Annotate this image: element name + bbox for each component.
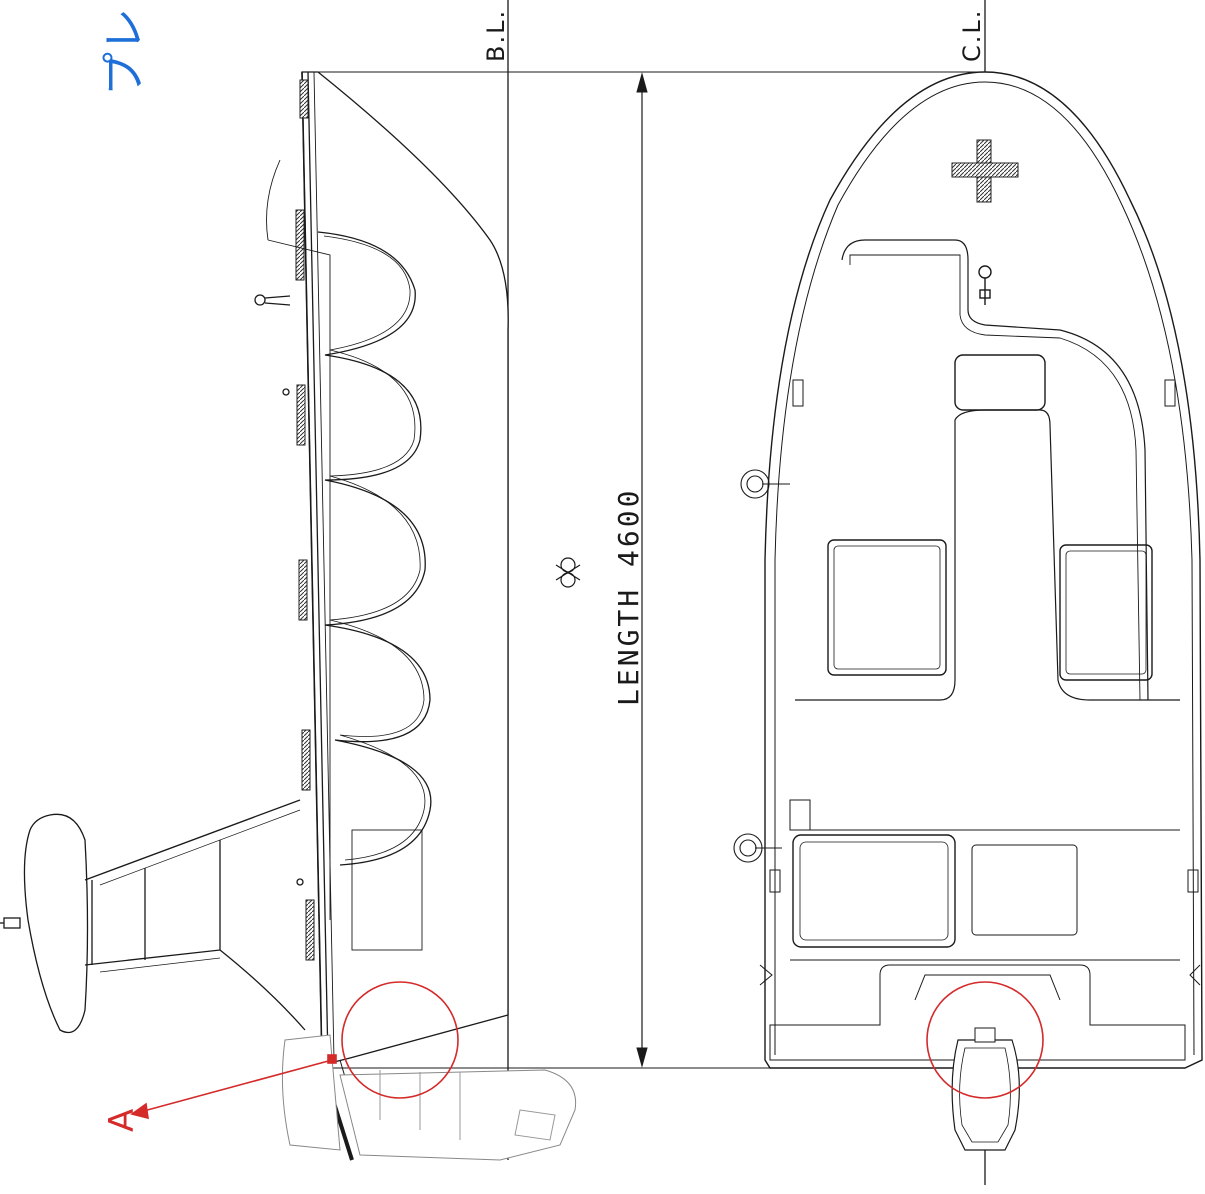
centerline-label: C.L. bbox=[958, 8, 986, 62]
corner-mark: プレ bbox=[99, 8, 150, 96]
baseline-label: B.L. bbox=[482, 8, 510, 62]
cockpit-outline bbox=[795, 409, 1180, 701]
length-dimension-label: LENGTH 4600 bbox=[612, 487, 645, 706]
detail-circle-plan bbox=[926, 981, 1044, 1099]
boat-side-elevation bbox=[254, 71, 509, 1161]
callout-leader bbox=[139, 1059, 333, 1113]
detail-callouts bbox=[130, 981, 1044, 1120]
detail-circle-side bbox=[341, 981, 459, 1099]
bow-cleat-icon bbox=[254, 294, 291, 306]
waterline-symbol-icon bbox=[555, 557, 581, 588]
bow-fitting-icon bbox=[978, 265, 992, 305]
detail-callout-label: A bbox=[102, 1108, 142, 1132]
aft-port-hatch bbox=[792, 834, 956, 948]
bimini-frame bbox=[317, 231, 432, 866]
port-seat-hatch bbox=[827, 539, 947, 676]
starboard-seat-hatch bbox=[1059, 544, 1153, 681]
rub-strips bbox=[295, 79, 315, 961]
aft-starboard-hatch bbox=[971, 844, 1078, 936]
boat-plan-view bbox=[733, 71, 1203, 1069]
plan-hull-outline bbox=[764, 71, 1203, 1069]
dimension-arrow-top bbox=[636, 72, 648, 93]
hull-outline bbox=[301, 71, 509, 1066]
motor-well bbox=[769, 964, 1186, 1061]
bow-cross-icon bbox=[951, 139, 1019, 203]
dimension-arrow-bottom bbox=[636, 1047, 648, 1068]
antenna-icon bbox=[0, 917, 21, 929]
outboard-motor-side-icon bbox=[281, 1034, 577, 1161]
cleat-icon bbox=[733, 469, 790, 863]
windshield-icon bbox=[0, 799, 306, 1034]
outboard-motor-icon bbox=[951, 1027, 1020, 1185]
